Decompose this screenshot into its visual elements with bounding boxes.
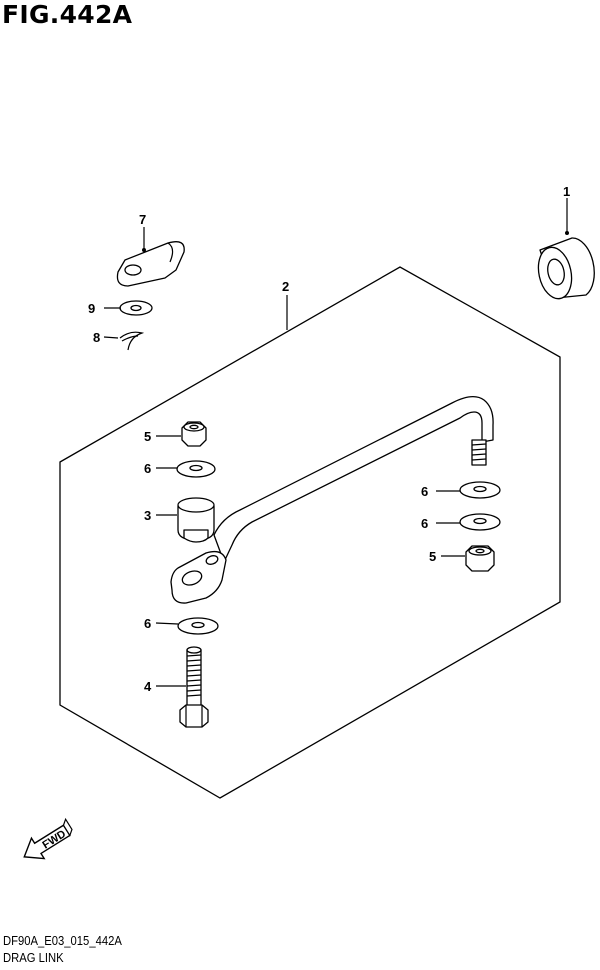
part-6-washer-lower-left (177, 617, 219, 635)
callout-4: 4 (144, 679, 152, 694)
callout-6-lower-right: 6 (421, 516, 428, 531)
part-4-bolt (179, 646, 209, 728)
part-5-nut-left (181, 421, 207, 447)
assembly-outline (59, 266, 561, 799)
callout-6-lower-left: 6 (144, 616, 151, 631)
callout-7: 7 (139, 212, 146, 227)
callout-5-right: 5 (429, 549, 436, 564)
rod-threaded-end (471, 439, 487, 466)
callout-5-left: 5 (144, 429, 151, 444)
part-6-washer-upper-left (176, 460, 216, 478)
part-8-cotter-pin (119, 331, 145, 351)
part-9-washer (119, 300, 153, 316)
drag-link-rod (170, 396, 494, 604)
figure-name: DRAG LINK (3, 951, 64, 965)
callout-3: 3 (144, 508, 151, 523)
part-7-link-end (116, 241, 185, 287)
callout-6-upper-left: 6 (144, 461, 151, 476)
callout-8: 8 (93, 330, 100, 345)
part-5-nut-right (465, 545, 495, 572)
callout-1: 1 (563, 184, 570, 199)
part-6-washer-lower-right (459, 513, 501, 531)
figure-code: DF90A_E03_015_442A (3, 934, 122, 948)
callout-2: 2 (282, 279, 289, 294)
part-6-washer-upper-right (459, 481, 501, 499)
callout-9: 9 (88, 301, 95, 316)
forward-direction-arrow: FWD (23, 817, 73, 860)
part-1-bushing (537, 237, 595, 300)
callout-6-upper-right: 6 (421, 484, 428, 499)
part-3-collar (177, 497, 215, 543)
figure-title: FIG.442A (2, 0, 133, 29)
